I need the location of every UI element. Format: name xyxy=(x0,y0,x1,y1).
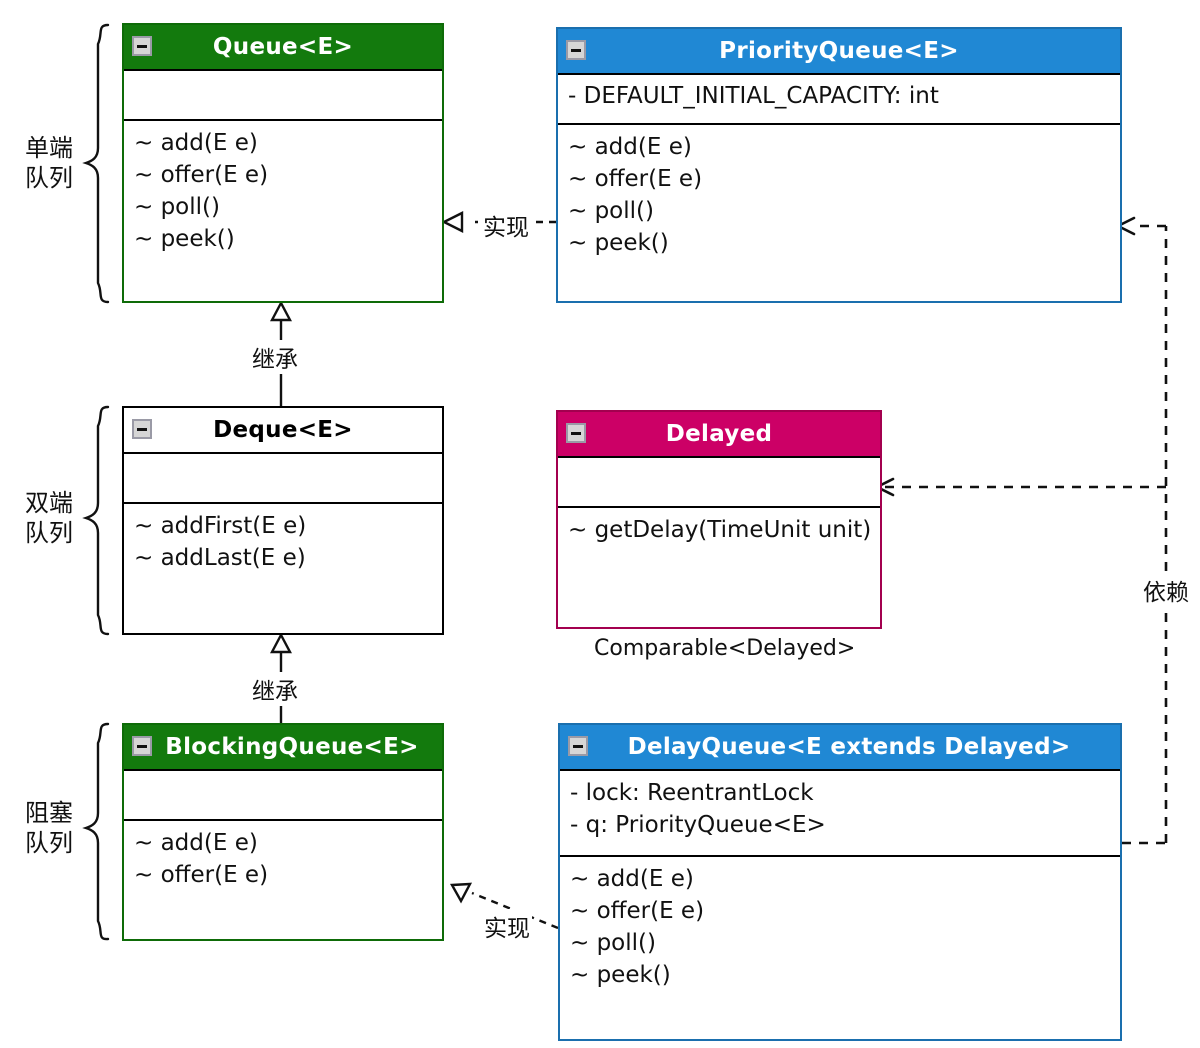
divider xyxy=(558,456,880,458)
minus-icon[interactable] xyxy=(566,40,586,60)
class-box-deque[interactable]: Deque<E> ~ addFirst(E e) ~ addLast(E e) xyxy=(122,406,444,635)
class-box-queue[interactable]: Queue<E> ~ add(E e) ~ offer(E e) ~ poll(… xyxy=(122,23,444,303)
relation-label-realize-delayqueue-blockingqueue: 实现 xyxy=(482,909,532,943)
relation-label-inherit-deque-queue: 继承 xyxy=(250,340,300,374)
class-header-queue: Queue<E> xyxy=(124,25,442,69)
operations-compartment-queue: ~ add(E e) ~ offer(E e) ~ poll() ~ peek(… xyxy=(124,121,442,261)
divider xyxy=(124,69,442,71)
group-label-double-ended-line2: 队列 xyxy=(25,519,73,547)
divider xyxy=(124,452,442,454)
class-box-delayed[interactable]: Delayed ~ getDelay(TimeUnit unit) xyxy=(556,410,882,629)
group-label-single-ended-line2: 队列 xyxy=(25,164,73,192)
relation-label-realize-priorityqueue-queue: 实现 xyxy=(481,208,531,242)
operation: ~ offer(E e) xyxy=(570,898,705,924)
group-label-double-ended-line1: 双端 xyxy=(25,489,73,517)
operation: ~ poll() xyxy=(570,930,656,956)
minus-icon[interactable] xyxy=(568,736,588,756)
attribute: - lock: ReentrantLock xyxy=(570,780,814,806)
class-name-blocking-queue: BlockingQueue<E> xyxy=(165,734,419,760)
group-label-blocking-line2: 队列 xyxy=(25,829,73,857)
class-name-priority-queue: PriorityQueue<E> xyxy=(719,38,959,64)
operation: ~ poll() xyxy=(568,198,654,224)
group-label-single-ended: 单端 队列 xyxy=(14,133,84,193)
divider xyxy=(558,73,1120,75)
attribute: - q: PriorityQueue<E> xyxy=(570,812,826,838)
attribute: - DEFAULT_INITIAL_CAPACITY: int xyxy=(568,83,939,109)
operation: ~ offer(E e) xyxy=(134,862,269,888)
attributes-compartment-delay-queue: - lock: ReentrantLock - q: PriorityQueue… xyxy=(560,771,1120,855)
operations-compartment-blocking-queue: ~ add(E e) ~ offer(E e) xyxy=(124,821,442,897)
class-name-deque: Deque<E> xyxy=(213,417,353,443)
divider xyxy=(124,819,442,821)
attributes-compartment-delayed xyxy=(558,458,880,506)
operations-compartment-priority-queue: ~ add(E e) ~ offer(E e) ~ poll() ~ peek(… xyxy=(558,125,1120,265)
class-name-delay-queue: DelayQueue<E extends Delayed> xyxy=(627,734,1071,760)
group-label-single-ended-line1: 单端 xyxy=(25,134,73,162)
operation: ~ addFirst(E e) xyxy=(134,513,307,539)
class-box-blocking-queue[interactable]: BlockingQueue<E> ~ add(E e) ~ offer(E e) xyxy=(122,723,444,941)
operation: ~ add(E e) xyxy=(570,866,694,892)
class-header-blocking-queue: BlockingQueue<E> xyxy=(124,725,442,769)
minus-icon[interactable] xyxy=(132,736,152,756)
operation: ~ offer(E e) xyxy=(568,166,703,192)
group-label-blocking-line1: 阻塞 xyxy=(25,799,73,827)
class-header-priority-queue: PriorityQueue<E> xyxy=(558,29,1120,73)
class-name-delayed: Delayed xyxy=(665,421,773,447)
class-name-queue: Queue<E> xyxy=(212,34,354,60)
brace-single-ended xyxy=(82,23,110,304)
minus-icon[interactable] xyxy=(132,36,152,56)
divider xyxy=(558,123,1120,125)
attributes-compartment-priority-queue: - DEFAULT_INITIAL_CAPACITY: int xyxy=(558,75,1120,123)
operation: ~ peek() xyxy=(134,226,235,252)
group-label-blocking: 阻塞 队列 xyxy=(14,798,84,858)
class-header-deque: Deque<E> xyxy=(124,408,442,452)
class-box-priority-queue[interactable]: PriorityQueue<E> - DEFAULT_INITIAL_CAPAC… xyxy=(556,27,1122,303)
minus-icon[interactable] xyxy=(566,423,586,443)
relation-label-depend-delayqueue: 依赖 xyxy=(1141,573,1191,607)
class-box-delay-queue[interactable]: DelayQueue<E extends Delayed> - lock: Re… xyxy=(558,723,1122,1041)
attributes-compartment-queue xyxy=(124,71,442,119)
minus-icon[interactable] xyxy=(132,419,152,439)
group-label-double-ended: 双端 队列 xyxy=(14,488,84,548)
operation: ~ poll() xyxy=(134,194,220,220)
operations-compartment-delayed: ~ getDelay(TimeUnit unit) xyxy=(558,508,880,552)
operation: ~ add(E e) xyxy=(134,130,258,156)
brace-blocking xyxy=(82,722,110,941)
operation: ~ offer(E e) xyxy=(134,162,269,188)
divider xyxy=(124,502,442,504)
attributes-compartment-blocking-queue xyxy=(124,771,442,819)
divider xyxy=(560,769,1120,771)
divider xyxy=(560,855,1120,857)
operation: ~ addLast(E e) xyxy=(134,545,306,571)
class-header-delay-queue: DelayQueue<E extends Delayed> xyxy=(560,725,1120,769)
operation: ~ peek() xyxy=(568,230,669,256)
divider xyxy=(558,506,880,508)
operations-compartment-delay-queue: ~ add(E e) ~ offer(E e) ~ poll() ~ peek(… xyxy=(560,857,1120,997)
operation: ~ getDelay(TimeUnit unit) xyxy=(568,517,872,543)
divider xyxy=(124,119,442,121)
operation: ~ add(E e) xyxy=(134,830,258,856)
brace-double-ended xyxy=(82,405,110,636)
attributes-compartment-deque xyxy=(124,454,442,502)
divider xyxy=(124,769,442,771)
class-caption-delayed: Comparable<Delayed> xyxy=(594,636,856,661)
operations-compartment-deque: ~ addFirst(E e) ~ addLast(E e) xyxy=(124,504,442,580)
operation: ~ add(E e) xyxy=(568,134,692,160)
class-header-delayed: Delayed xyxy=(558,412,880,456)
relation-label-inherit-blockingqueue-deque: 继承 xyxy=(250,672,300,706)
operation: ~ peek() xyxy=(570,962,671,988)
